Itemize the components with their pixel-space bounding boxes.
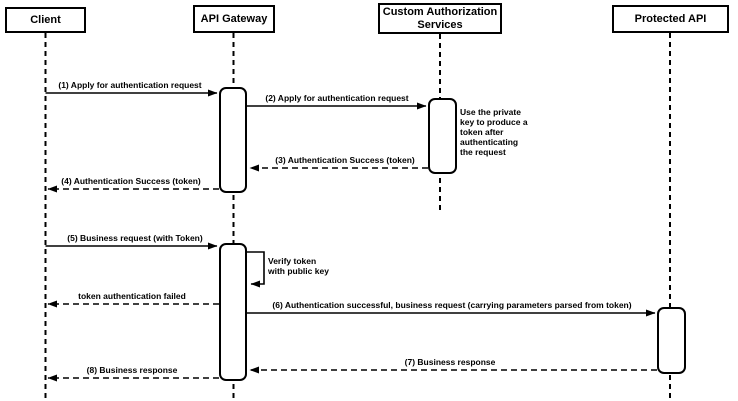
activation-protected-api [657, 307, 686, 374]
participant-custom-authorization-services: Custom Authorization Services [378, 3, 502, 34]
message-4-label: (4) Authentication Success (token) [61, 176, 201, 186]
message-8-label: (8) Business response [86, 365, 178, 375]
message-7-label: (7) Business response [404, 357, 496, 367]
participant-api-gateway: API Gateway [193, 5, 275, 33]
message-6-label: (6) Authentication successful, business … [272, 300, 632, 310]
message-3-label: (3) Authentication Success (token) [275, 155, 415, 165]
self-message-verify-token-arrow [247, 251, 265, 288]
activation-custom-authorization-services [428, 98, 457, 174]
message-1-label: (1) Apply for authentication request [58, 80, 202, 90]
participant-api-gateway-label: API Gateway [200, 12, 268, 25]
message-5-label: (5) Business request (with Token) [67, 233, 203, 243]
participant-protected-api: Protected API [612, 5, 729, 33]
activation-api-gateway-auth [219, 87, 247, 193]
participant-custom-authorization-services-label: Custom Authorization Services [382, 5, 498, 31]
message-token-failed-label: token authentication failed [78, 291, 186, 301]
participant-client-label: Client [30, 13, 61, 26]
message-2-label: (2) Apply for authentication request [265, 93, 409, 103]
note-private-key: Use the private key to produce a token a… [460, 107, 528, 157]
participant-protected-api-label: Protected API [634, 12, 707, 25]
activation-api-gateway-business [219, 243, 247, 381]
participant-client: Client [5, 7, 86, 33]
self-message-verify-token-label: Verify token with public key [268, 256, 329, 276]
